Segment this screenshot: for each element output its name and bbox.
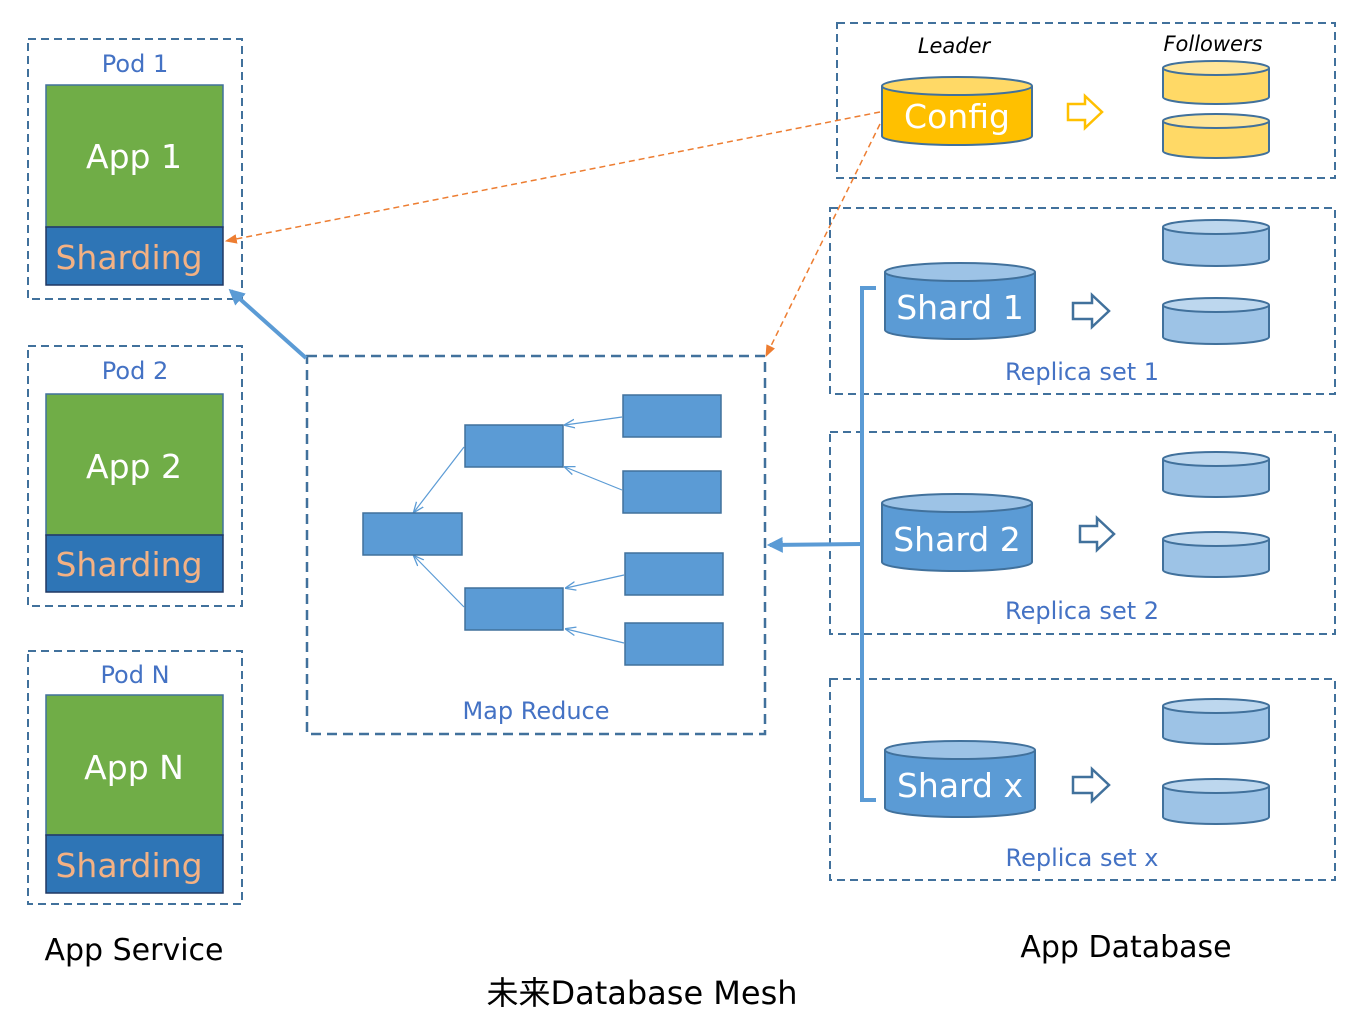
reduce-edge [414,446,465,512]
reduce-edge [414,556,465,608]
followers-label: Followers [1163,32,1262,56]
config-frame [836,22,1336,179]
pod-n: Pod N App N Sharding [27,650,243,905]
shard-cylinder: Shard 1 [884,262,1036,340]
app-box [45,694,224,836]
replicate-arrow-icon [1071,766,1111,804]
pod-2: Pod 2 App 2 Sharding [27,345,243,607]
replicate-arrow-icon [1071,292,1111,330]
replica-set-frame [829,431,1336,635]
app-label: App N [84,748,184,787]
leader-follower-arrow-icon [1066,93,1104,131]
map-node [624,552,724,596]
replica-cylinder [1162,778,1270,825]
shard-cylinder: Shard 2 [881,493,1033,572]
map-edge [565,467,623,491]
sharding-label: Sharding [55,545,202,584]
app-service-title: App Service [44,933,223,968]
config-to-map-reduce-link [765,123,881,358]
pod-label: Pod 2 [102,357,168,385]
config-leader-cylinder: Config [881,76,1033,146]
diagram-caption: 未来Database Mesh [486,974,797,1012]
app-label: App 2 [86,447,182,486]
sharding-box [45,534,224,593]
map-reduce-to-pod1-arrow [228,288,308,360]
map-reduce-label: Map Reduce [462,697,609,725]
map-edge [565,416,623,425]
pod-frame [27,650,243,905]
replica-cylinder [1162,297,1270,345]
pod-label: Pod N [100,661,169,689]
map-reduce-frame: Map Reduce [305,354,767,736]
shard-cylinder: Shard x [884,740,1036,818]
reduce-node [464,587,564,631]
app-box [45,84,224,228]
replicate-arrow-icon [1078,515,1116,553]
replica-set-frame [829,207,1336,395]
map-node [624,622,724,666]
shard-label: Shard x [897,766,1023,805]
sharding-box [45,834,224,894]
sharding-box [45,226,224,286]
sharding-label: Sharding [55,238,202,277]
pod-frame [27,345,243,607]
replica-set-x: Shard x Replica set x [829,678,1336,881]
shards-to-map-reduce-arrow [766,536,863,553]
map-edge [566,629,625,644]
config-to-sharding-link [224,111,881,244]
map-node [622,394,722,438]
map-reduce-border [305,354,767,736]
replica-set-2: Shard 2 Replica set 2 [829,431,1336,635]
config-group: Leader Followers Config [836,22,1336,179]
replica-set-1: Shard 1 Replica set 1 [829,207,1336,395]
replica-cylinder [1162,451,1270,498]
map-edge [566,574,625,588]
shards-bracket [860,286,876,802]
shard-label: Shard 2 [893,520,1021,559]
pod-frame [27,38,243,300]
sharding-label: Sharding [55,846,202,885]
follower-cylinder [1162,113,1270,159]
app-label: App 1 [86,137,182,176]
reduce-root-node [362,512,463,556]
map-node [622,470,722,514]
reduce-node [464,424,564,468]
replica-set-label: Replica set x [1006,844,1159,872]
config-label: Config [904,97,1010,136]
app-box [45,393,224,536]
follower-cylinder [1162,60,1270,105]
replica-set-frame [829,678,1336,881]
replica-cylinder [1162,219,1270,267]
replica-set-label: Replica set 1 [1005,358,1159,386]
pod-label: Pod 1 [102,50,168,78]
pod-1: Pod 1 App 1 Sharding [27,38,243,300]
leader-label: Leader [918,34,992,58]
replica-set-label: Replica set 2 [1005,597,1159,625]
replica-cylinder [1162,531,1270,578]
shard-label: Shard 1 [896,288,1024,327]
app-database-title: App Database [1020,930,1231,965]
replica-cylinder [1162,698,1270,745]
